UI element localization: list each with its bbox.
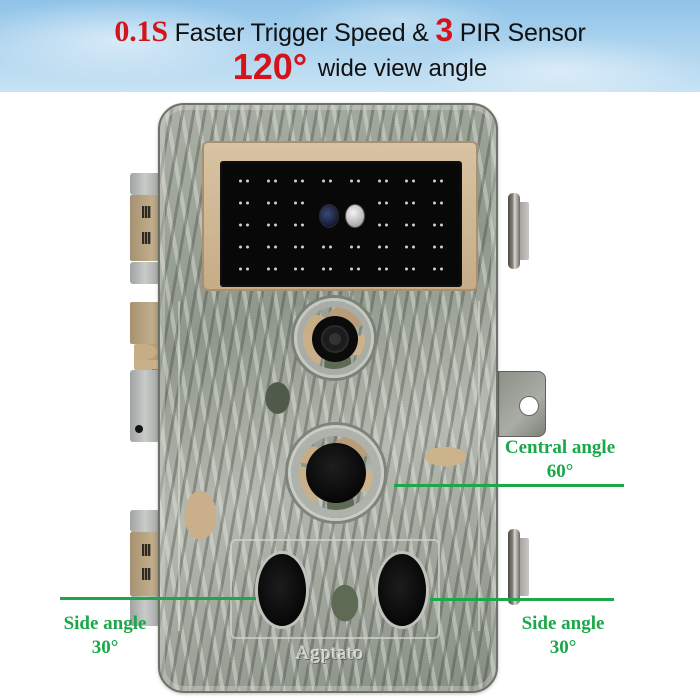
ir-led-icon — [313, 170, 341, 192]
speed-value: 0.1S — [114, 15, 168, 48]
hinge-upper-slot — [142, 232, 151, 244]
ir-led-icon — [258, 170, 286, 192]
strap-hole — [519, 396, 539, 416]
latch-lower[interactable] — [508, 529, 520, 605]
ir-led-icon — [369, 192, 397, 214]
brand-logo: Agptato — [295, 643, 365, 664]
ir-led-icon — [397, 170, 425, 192]
ir-led-icon — [397, 214, 425, 236]
body-groove — [178, 301, 180, 631]
ir-led-icon — [424, 192, 452, 214]
camera-lens-icon — [312, 316, 358, 362]
latch-upper-back — [517, 202, 529, 260]
side-angle-right-label: Side angle 30° — [508, 612, 618, 660]
speed-text: Faster Trigger Speed & — [174, 19, 429, 47]
angle-value: 120° — [232, 46, 308, 87]
ir-led-icon — [369, 258, 397, 280]
ir-led-grid — [230, 170, 452, 280]
ir-led-icon — [341, 236, 369, 258]
ir-led-icon — [230, 192, 258, 214]
ir-led-icon — [230, 236, 258, 258]
pir-side-panel — [230, 539, 440, 639]
ir-led-icon — [258, 236, 286, 258]
ir-led-icon — [286, 236, 314, 258]
hinge-upper-slot — [142, 206, 151, 218]
hinge-pin-barrel — [130, 370, 160, 442]
side-angle-right-title: Side angle — [521, 613, 605, 634]
ir-led-icon — [397, 258, 425, 280]
side-angle-left-title: Side angle — [63, 613, 147, 634]
light-sensor-icon — [319, 204, 339, 228]
dc-jack-icon — [135, 425, 143, 433]
ir-led-panel — [220, 161, 462, 287]
latch-upper[interactable] — [508, 193, 520, 269]
ir-led-icon — [424, 258, 452, 280]
side-angle-left-line — [60, 597, 256, 600]
status-led-icon — [345, 204, 365, 228]
ir-led-icon — [369, 214, 397, 236]
pir-right-sensor-icon — [378, 554, 426, 626]
sensor-count: 3 — [435, 12, 453, 48]
headline-trigger-speed: 0.1S Faster Trigger Speed & 3 PIR Sensor — [0, 12, 700, 49]
trail-camera-body: Agptato — [158, 103, 498, 693]
pir-central-sensor-icon — [306, 443, 366, 503]
ir-led-icon — [230, 258, 258, 280]
hinge-upper-cap-top — [130, 173, 160, 195]
ir-led-icon — [286, 214, 314, 236]
ir-led-icon — [230, 170, 258, 192]
angle-text: wide view angle — [317, 55, 488, 82]
hinge-bracket-base — [134, 344, 160, 370]
side-angle-left-value: 30° — [91, 637, 119, 658]
ir-led-icon — [313, 236, 341, 258]
ir-led-icon — [258, 214, 286, 236]
ir-led-icon — [397, 192, 425, 214]
central-angle-title: Central angle — [504, 437, 616, 458]
ir-led-icon — [313, 258, 341, 280]
ir-led-icon — [424, 170, 452, 192]
hinge-upper-cap-bottom — [130, 262, 160, 284]
ir-led-icon — [286, 170, 314, 192]
body-groove — [478, 301, 480, 631]
headline-view-angle: 120° wide view angle — [0, 46, 700, 88]
strap-tab — [498, 371, 546, 437]
hinge-lower-slot — [142, 568, 151, 580]
ir-led-icon — [424, 236, 452, 258]
ir-led-icon — [369, 170, 397, 192]
ir-led-icon — [341, 170, 369, 192]
ir-led-icon — [369, 236, 397, 258]
hinge-lower-cap-top — [130, 510, 160, 532]
ir-led-icon — [397, 236, 425, 258]
ir-led-icon — [286, 192, 314, 214]
ir-led-icon — [230, 214, 258, 236]
ir-led-icon — [286, 258, 314, 280]
side-angle-right-line — [430, 598, 614, 601]
hinge-lower-slot — [142, 544, 151, 556]
central-angle-value: 60° — [546, 461, 574, 482]
ir-led-icon — [341, 258, 369, 280]
central-angle-line — [394, 484, 624, 487]
ir-led-icon — [258, 192, 286, 214]
header-banner: 0.1S Faster Trigger Speed & 3 PIR Sensor… — [0, 0, 700, 92]
ir-led-icon — [424, 214, 452, 236]
central-angle-label: Central angle 60° — [490, 436, 630, 484]
latch-lower-back — [517, 538, 529, 596]
sensor-text: PIR Sensor — [459, 19, 586, 47]
hinge-lower-cap-bottom — [130, 596, 160, 626]
side-angle-right-value: 30° — [549, 637, 577, 658]
side-angle-left-label: Side angle 30° — [50, 612, 160, 660]
pir-left-sensor-icon — [258, 554, 306, 626]
ir-led-icon — [258, 258, 286, 280]
